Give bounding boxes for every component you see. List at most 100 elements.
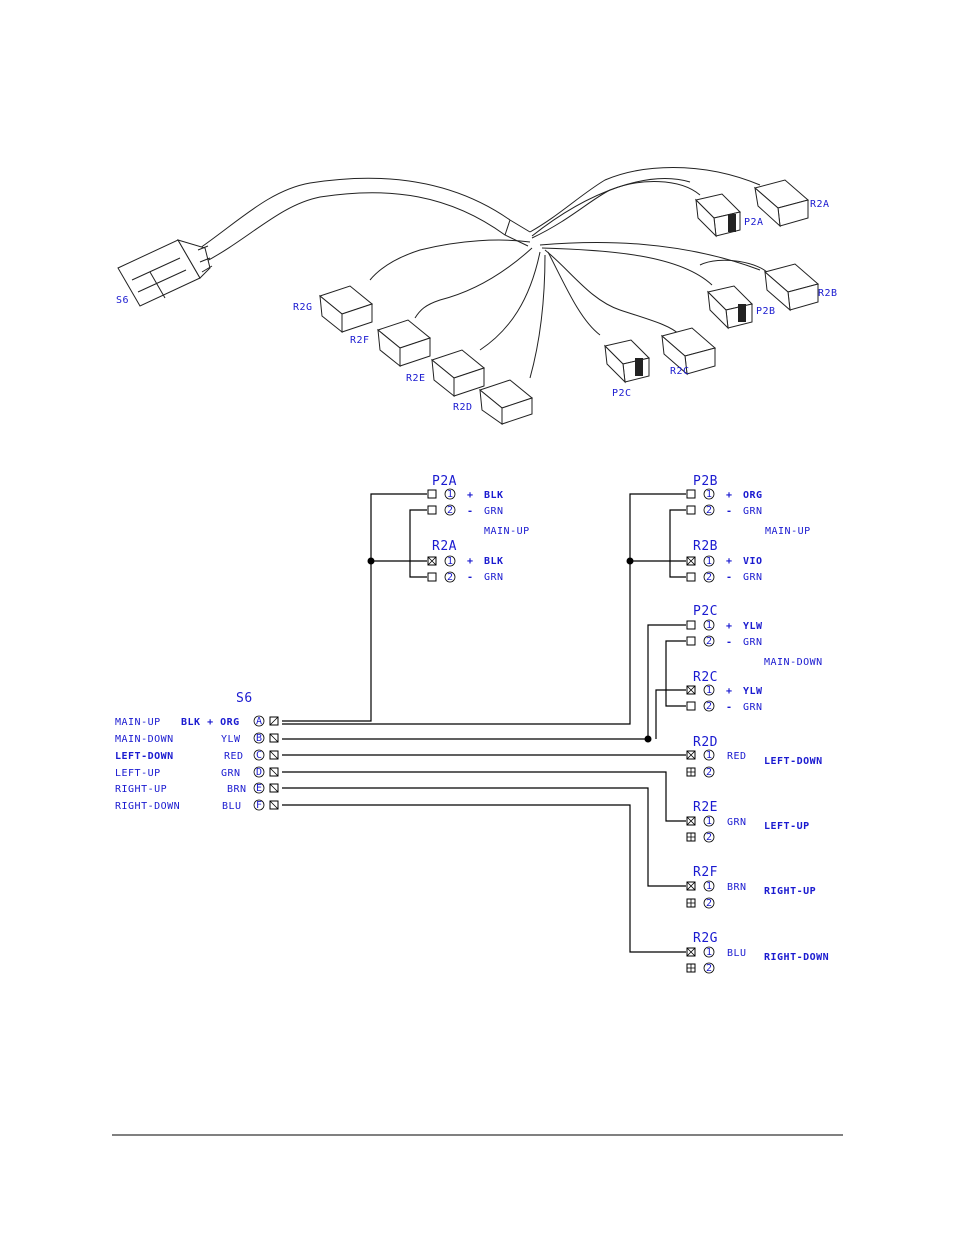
s6-row-3-function: LEFT-DOWN [115,751,174,762]
s6-row-5-color: BRN [227,784,247,795]
r2f-connector-drawing [376,319,432,368]
r2d-title: R2D [693,735,718,750]
svg-text:+: + [726,686,733,697]
p2c-pin-1-color: YLW [743,621,763,632]
p2c-block: P2C 1 + YLW 2 - GRN MAIN-DOWN [686,604,823,668]
s6-row-6-color: BLU [222,801,242,812]
svg-text:1: 1 [706,620,713,631]
schematic: P2A 1 + BLK 2 - GRN MAIN-UP R2A 1 + BLK … [115,474,829,974]
r2g-block: R2G 1 BLU 2 RIGHT-DOWN [686,931,829,974]
harness-label-r2f: R2F [350,335,370,346]
harness-label-p2b: P2B [756,306,776,317]
svg-text:1: 1 [706,685,713,696]
s6-row-4-function: LEFT-UP [115,768,161,779]
p2a-pin-1-color: BLK [484,490,504,501]
s6-row-1-color: BLK + ORG [181,717,240,728]
p2c-function: MAIN-DOWN [764,657,823,668]
svg-text:1: 1 [706,881,713,892]
svg-text:1: 1 [447,489,454,500]
r2g-color: BLU [727,948,747,959]
p2b-title: P2B [693,474,718,489]
s6-row-2-color: YLW [221,734,241,745]
svg-text:2: 2 [447,572,454,583]
r2d-color: RED [727,751,747,762]
r2b-connector-drawing [763,263,820,312]
s6-row-3-color: RED [224,751,244,762]
svg-text:C: C [256,750,263,761]
s6-row-1-function: MAIN-UP [115,717,161,728]
s6-row-6-function: RIGHT-DOWN [115,801,180,812]
svg-text:2: 2 [447,505,454,516]
r2a-connector-drawing [753,179,810,228]
r2a-block: R2A 1 + BLK 2 - GRN [427,539,504,583]
svg-text:2: 2 [706,963,713,974]
r2c-pin-1-color: YLW [743,686,763,697]
p2a-function: MAIN-UP [484,526,530,537]
harness-label-r2a: R2A [810,199,830,210]
p2b-pin-1-color: ORG [743,490,763,501]
svg-text:B: B [256,733,263,744]
r2e-title: R2E [693,800,718,815]
svg-text:2: 2 [706,636,713,647]
harness-label-r2c: R2C [670,366,690,377]
p2b-connector-drawing [707,285,753,330]
svg-text:D: D [256,767,263,778]
r2e-function: LEFT-UP [764,821,810,832]
r2g-title: R2G [693,931,718,946]
harness-label-r2e: R2E [406,373,426,384]
r2c-block: R2C 1 + YLW 2 - GRN [686,670,763,713]
s6-block: S6 MAIN-UP BLK + ORG A MAIN-DOWN YLW B L… [115,691,279,812]
svg-text:2: 2 [706,572,713,583]
svg-text:+: + [726,490,733,501]
r2a-pin-2-color: GRN [484,572,504,583]
p2a-connector-drawing [695,193,741,238]
svg-text:A: A [256,716,263,727]
harness-illustration: S6 R2A P2A R2B P2B R2C P2C R2G R2F R2E R… [116,167,837,425]
p2c-connector-drawing [604,339,650,384]
p2b-pin-2-color: GRN [743,506,763,517]
s6-connector-drawing [117,239,213,307]
r2f-title: R2F [693,865,718,880]
svg-text:1: 1 [706,816,713,827]
r2f-color: BRN [727,882,747,893]
harness-label-p2c: P2C [612,388,632,399]
svg-text:2: 2 [706,701,713,712]
p2c-pin-2-color: GRN [743,637,763,648]
r2c-connector-drawing [660,327,717,376]
harness-label-r2d: R2D [453,402,473,413]
svg-text:F: F [256,800,263,811]
r2f-block: R2F 1 BRN 2 RIGHT-UP [686,865,816,909]
svg-text:1: 1 [706,489,713,500]
svg-text:2: 2 [706,898,713,909]
harness-label-r2g: R2G [293,302,313,313]
r2b-pin-1-color: VIO [743,556,763,567]
harness-label-p2a: P2A [744,217,764,228]
svg-text:2: 2 [706,832,713,843]
svg-text:+: + [467,490,474,501]
svg-text:+: + [726,621,733,632]
svg-text:2: 2 [706,767,713,778]
r2d-function: LEFT-DOWN [764,756,823,767]
r2g-connector-drawing [318,285,374,334]
svg-text:1: 1 [447,556,454,567]
svg-text:2: 2 [706,505,713,516]
p2c-title: P2C [693,604,718,619]
p2a-pin-2-square [427,505,437,515]
r2c-pin-2-color: GRN [743,702,763,713]
r2c-title: R2C [693,670,718,685]
schematic-wires [282,493,686,953]
svg-text:-: - [467,572,474,583]
r2b-title: R2B [693,539,718,554]
s6-row-4-color: GRN [221,768,241,779]
r2e-color: GRN [727,817,747,828]
svg-text:-: - [467,506,474,517]
svg-text:-: - [726,506,733,517]
p2a-pin-1-square [427,489,437,499]
p2a-pin-1-ring [444,488,456,500]
svg-text:-: - [726,572,733,583]
harness-label-s6: S6 [116,295,129,306]
p2b-block: P2B 1 + ORG 2 - GRN MAIN-UP [686,474,810,537]
r2a-pin-1-color: BLK [484,556,504,567]
